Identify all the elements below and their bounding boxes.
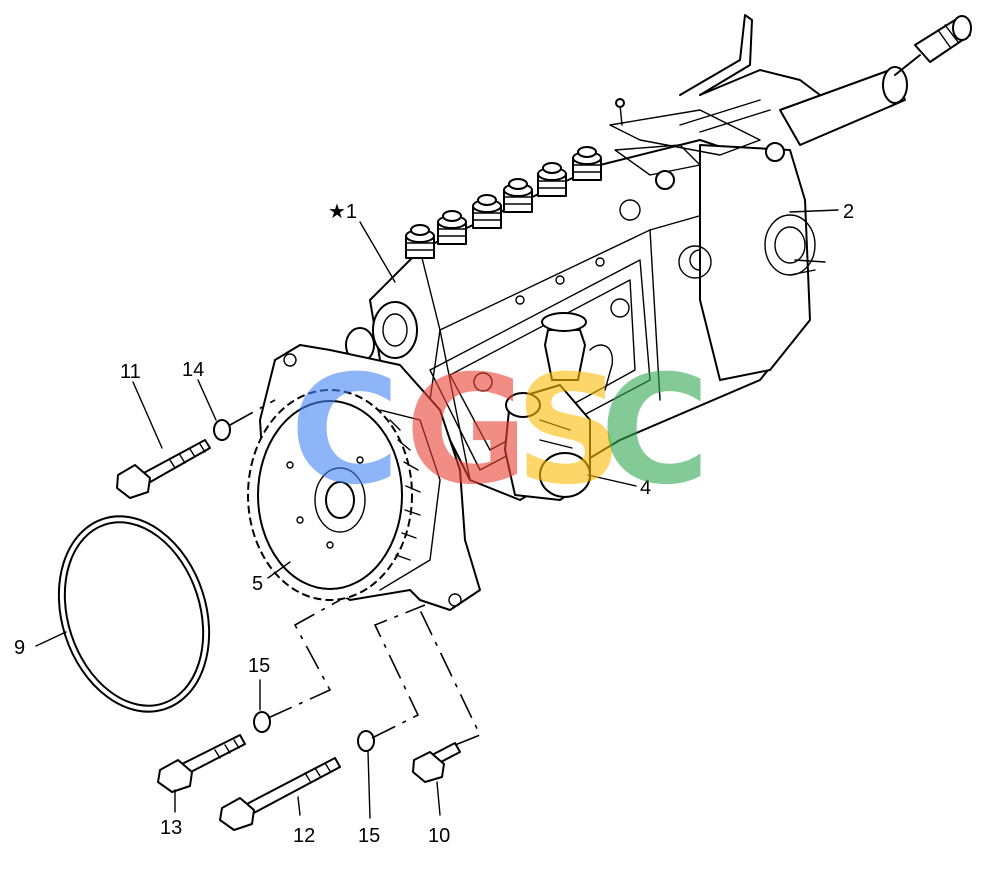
bolt-12: [219, 757, 341, 831]
callout-15b: 15: [358, 825, 380, 847]
lock-washer-15a: [253, 711, 271, 733]
callout-14: 14: [182, 359, 204, 381]
callout-4: 4: [640, 477, 651, 499]
watermark-logo: C G S C: [290, 344, 710, 518]
callout-9: 9: [14, 637, 25, 659]
bolt-11: [116, 439, 211, 499]
assembly-lines: [229, 399, 482, 746]
injection-pump-body: [345, 139, 826, 501]
timing-gear: [247, 389, 441, 601]
callout-labels: ★1 2 4 5 9 10 11 12 13 14 15 15: [14, 201, 854, 847]
callout-12: 12: [293, 825, 315, 847]
lock-washer-14: [213, 419, 231, 441]
bolt-10: [412, 742, 461, 783]
watermark-letter-1: C: [290, 344, 400, 518]
callout-10: 10: [428, 825, 450, 847]
bolt-13: [157, 734, 246, 793]
callout-2: 2: [843, 201, 854, 223]
delivery-valve-holders: [405, 146, 602, 259]
callout-11: 11: [120, 361, 141, 383]
watermark-letter-2: G: [405, 344, 528, 518]
callout-5: 5: [252, 573, 263, 595]
governor-linkage: [609, 14, 972, 190]
callout-1: ★1: [328, 201, 357, 223]
leader-lines: [35, 209, 839, 819]
o-ring: [57, 515, 211, 713]
callout-15a: 15: [248, 655, 270, 677]
lock-washer-15b: [357, 730, 375, 752]
callout-13: 13: [160, 817, 182, 839]
watermark-letter-3: S: [515, 344, 623, 518]
watermark-letter-4: C: [600, 344, 710, 518]
